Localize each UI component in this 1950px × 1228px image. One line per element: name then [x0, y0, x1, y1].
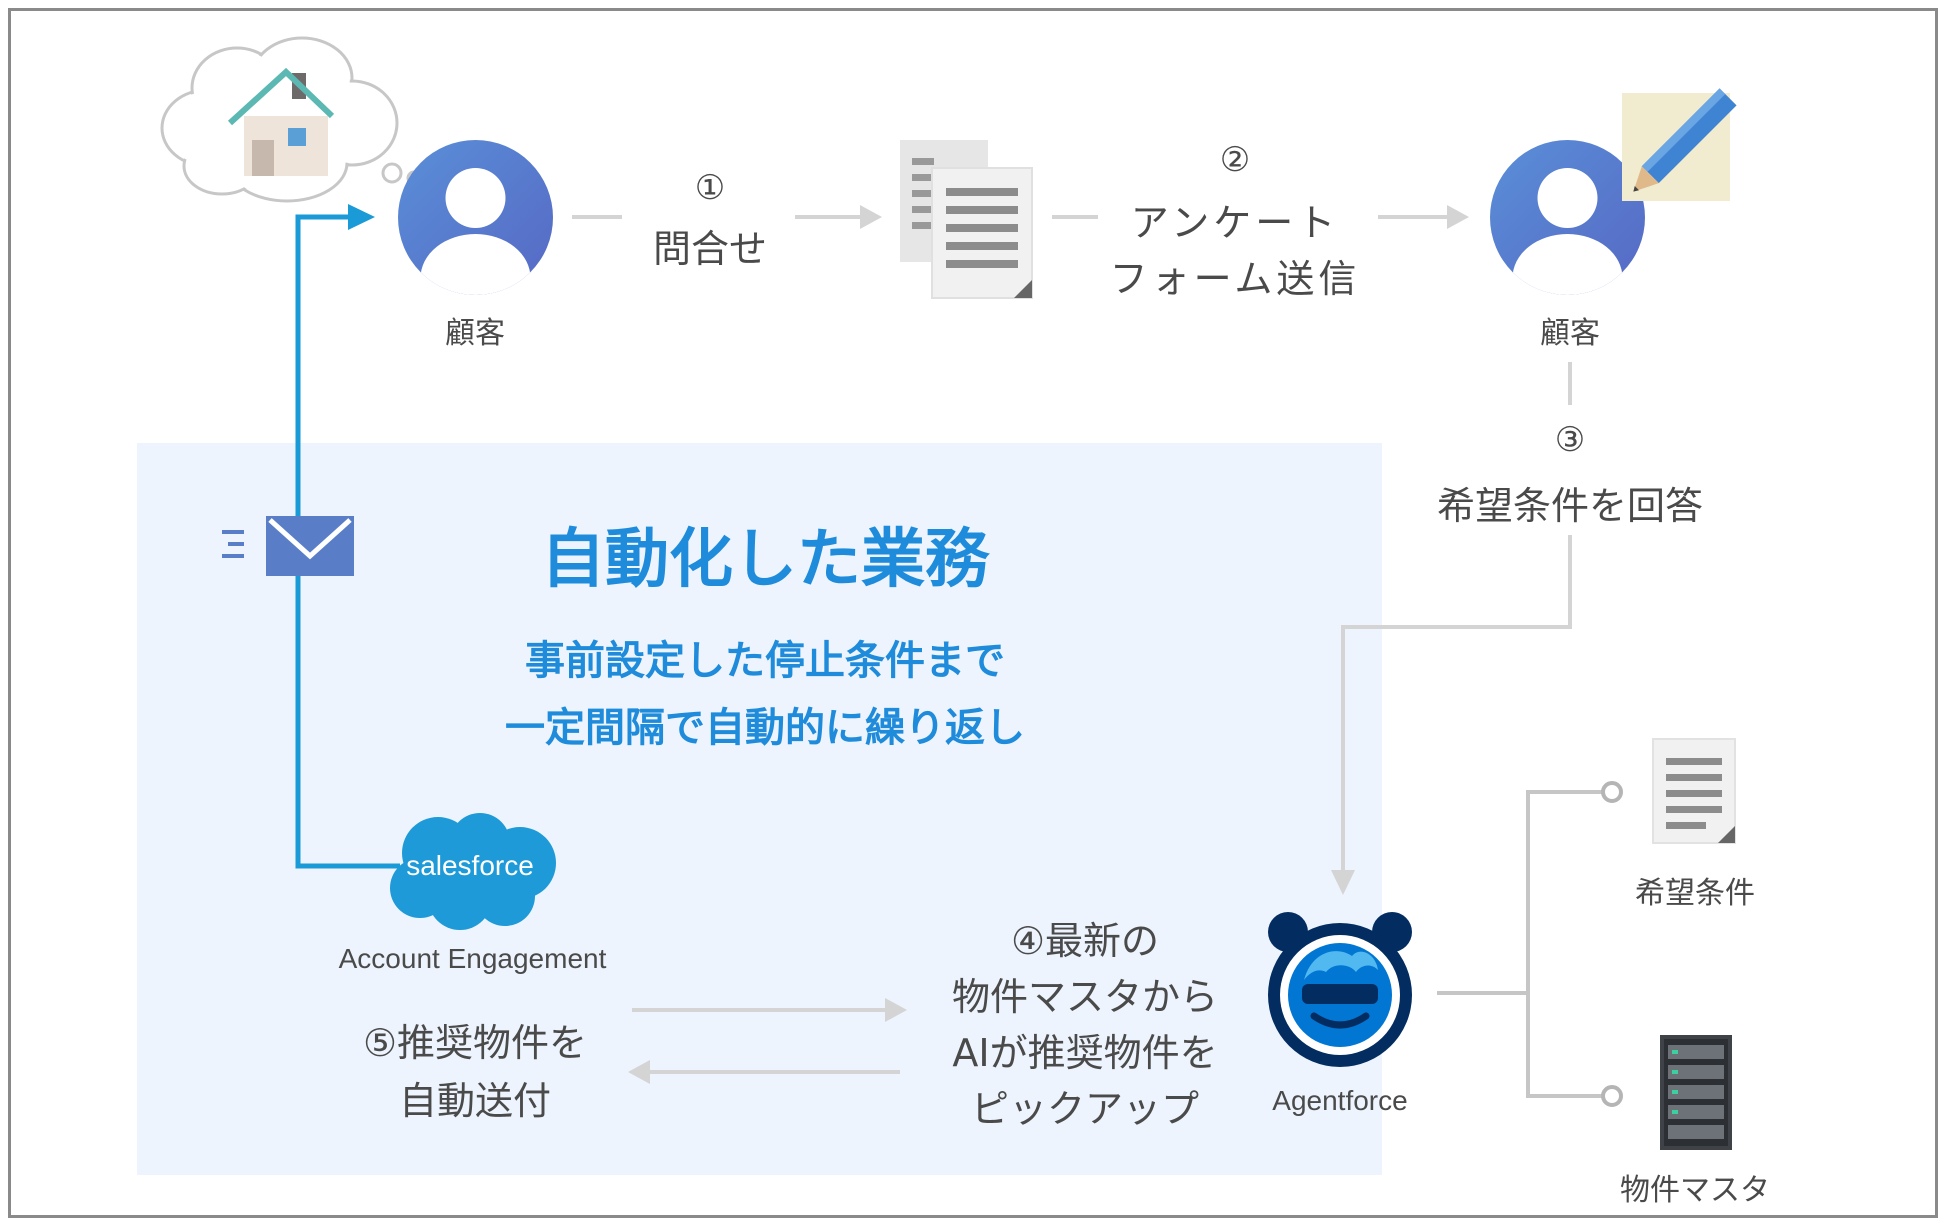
- automated-area-title: 自動化した業務: [541, 523, 989, 597]
- step5-label-line2: 自動送付: [398, 1079, 551, 1123]
- salesforce-logo-text: salesforce: [406, 850, 534, 881]
- step5-label-line1: ⑤推奨物件を: [362, 1021, 588, 1065]
- step2-number: ②: [1219, 140, 1251, 180]
- step4-label-line4: ピックアップ: [970, 1087, 1199, 1131]
- step1-label: 問合せ: [652, 227, 767, 271]
- agentforce-mascot-icon: [1268, 912, 1412, 1067]
- salesforce-cloud-icon: [390, 813, 556, 930]
- data-source-label-2: 物件マスタ: [1620, 1173, 1770, 1208]
- diagram-frame: [8, 8, 1938, 1218]
- document-icon: [1652, 738, 1736, 844]
- step3-label: 希望条件を回答: [1436, 484, 1703, 528]
- server-icon: [1660, 1035, 1732, 1150]
- step4-label-line2: 物件マスタから: [951, 975, 1218, 1019]
- automated-area-desc-line2: 一定間隔で自動的に繰り返し: [505, 705, 1025, 751]
- data-source-label-1: 希望条件: [1635, 876, 1755, 911]
- customer-label-left: 顧客: [445, 316, 505, 351]
- customer-avatar-left-icon: [398, 140, 553, 295]
- memo-pencil-icon: [1622, 88, 1737, 201]
- step4-label-line3: AIが推奨物件を: [952, 1031, 1218, 1075]
- salesforce-caption: Account Engagement: [338, 943, 607, 974]
- documents-icon: [900, 140, 1033, 299]
- automated-area-desc-line1: 事前設定した停止条件まで: [525, 638, 1005, 684]
- step3-number: ③: [1554, 420, 1586, 460]
- step2-label-line2: フォーム送信: [1109, 257, 1361, 301]
- step2-label-line1: アンケート: [1130, 201, 1340, 245]
- salesforce-logo: salesforce: [380, 808, 560, 932]
- step1-number: ①: [694, 168, 726, 208]
- house-thought-cloud-icon: [160, 36, 422, 203]
- step4-label-line1: ④最新の: [1010, 919, 1160, 963]
- customer-label-right: 顧客: [1540, 316, 1600, 351]
- email-icon: [222, 516, 354, 576]
- agentforce-label: Agentforce: [1272, 1085, 1408, 1116]
- customer-avatar-right-icon: [1490, 140, 1645, 295]
